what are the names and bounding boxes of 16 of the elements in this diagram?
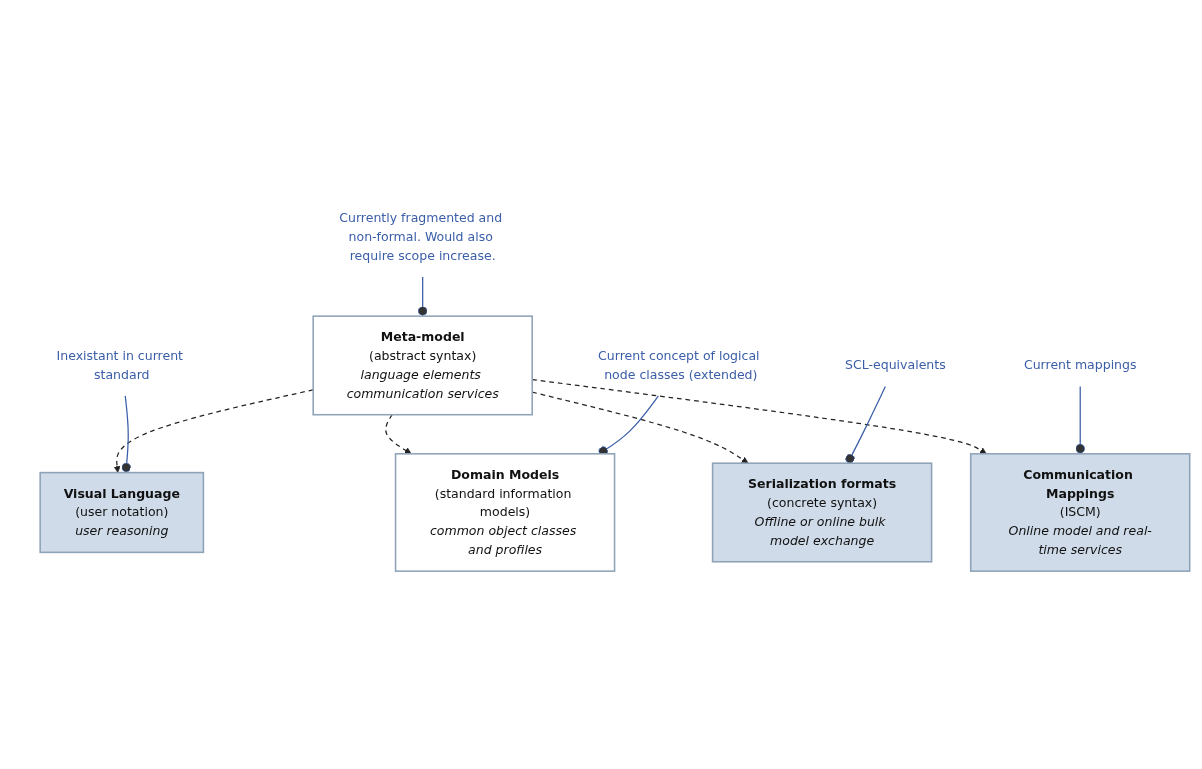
node-box: Domain Models (standard information models) common object classes and profiles xyxy=(394,453,616,573)
connector xyxy=(121,395,131,474)
node-box: Visual Language (user notation) user reasoning xyxy=(39,472,205,554)
arrow xyxy=(385,414,412,455)
arrow xyxy=(113,389,314,474)
node-text: Current concept of logical node classes (extended) xyxy=(598,348,760,383)
node-box: Communication Mappings (ISCM) Online model and real-time services xyxy=(969,453,1191,573)
node-text: Current mappings xyxy=(1023,357,1137,373)
connector xyxy=(417,276,428,318)
connector xyxy=(1075,386,1085,455)
node-text: Currently fragmented and non-formal. Would also require scope increase. xyxy=(339,210,503,264)
node-text: Inexistant in current standard xyxy=(56,348,183,383)
node-box: Meta-model (abstract syntax) language elements communication services xyxy=(312,315,533,416)
node-box: Serialization formats (concrete syntax) Offline or online bulk model exchange xyxy=(711,462,933,563)
connector xyxy=(845,386,886,465)
node-text: SCL-equivalents xyxy=(845,357,946,373)
